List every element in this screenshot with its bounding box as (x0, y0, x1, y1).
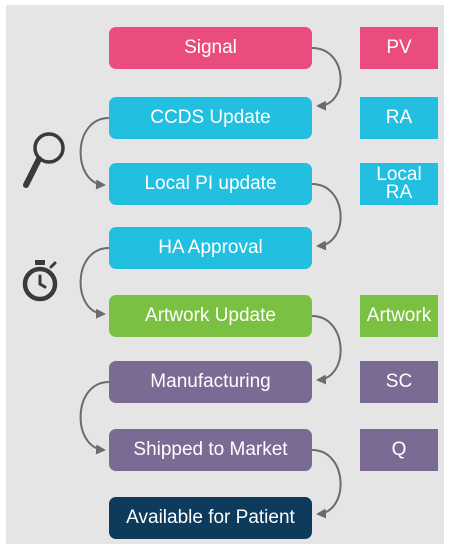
tag-pv-label: PV (386, 37, 412, 58)
step-available-for-patient: Available for Patient (109, 497, 312, 539)
step-ha-approval: HA Approval (109, 227, 312, 269)
connector-ccds-localpi (79, 117, 110, 190)
step-artwork-update-label: Artwork Update (145, 305, 276, 326)
step-ccds-update: CCDS Update (109, 97, 312, 139)
connector-shipped-available (311, 449, 342, 519)
connector-artwork-manufacturing (311, 315, 342, 385)
step-ha-approval-label: HA Approval (158, 237, 263, 258)
tag-sc-label: SC (385, 371, 413, 392)
step-manufacturing-label: Manufacturing (150, 371, 271, 392)
magnifier-icon (23, 132, 65, 188)
tag-local-ra: Local RA (360, 163, 438, 205)
step-available-for-patient-label: Available for Patient (126, 507, 295, 528)
stopwatch-icon (22, 260, 58, 302)
step-local-pi-update: Local PI update (109, 163, 312, 205)
step-local-pi-update-label: Local PI update (144, 173, 277, 194)
tag-local-ra-line1: Local (376, 164, 422, 185)
tag-q: Q (360, 429, 438, 471)
tag-local-ra-line2: RA (385, 182, 413, 203)
step-signal-label: Signal (184, 37, 237, 58)
tag-artwork: Artwork (360, 295, 438, 337)
step-shipped-to-market: Shipped to Market (109, 429, 312, 471)
step-ccds-update-label: CCDS Update (150, 107, 271, 128)
connector-ha-artwork (79, 247, 110, 319)
step-shipped-to-market-label: Shipped to Market (133, 439, 288, 460)
step-artwork-update: Artwork Update (109, 295, 312, 337)
tag-ra-label: RA (385, 107, 413, 128)
tag-q-label: Q (391, 439, 407, 460)
connector-signal-ccds (311, 47, 342, 111)
connector-localpi-ha (311, 183, 342, 251)
tag-artwork-label: Artwork (366, 305, 432, 326)
step-manufacturing: Manufacturing (109, 361, 312, 403)
tag-ra: RA (360, 97, 438, 139)
connector-manufacturing-shipped (79, 381, 110, 455)
tag-sc: SC (360, 361, 438, 403)
step-signal: Signal (109, 27, 312, 69)
tag-pv: PV (360, 27, 438, 69)
